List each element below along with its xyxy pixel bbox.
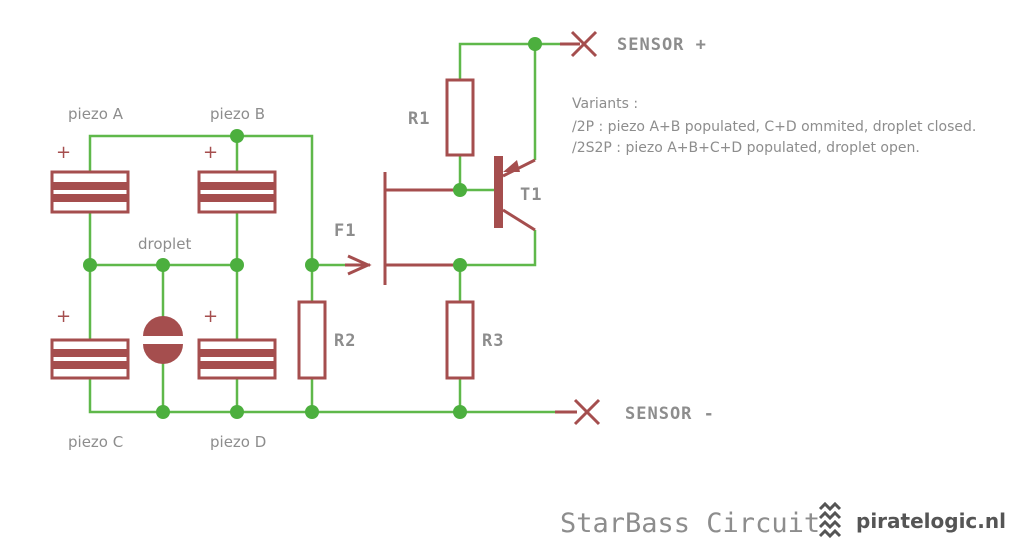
piezo-c bbox=[50, 338, 130, 380]
resistor-r2 bbox=[297, 300, 327, 380]
label-sensor-plus: SENSOR + bbox=[617, 35, 707, 55]
resistor-r1 bbox=[445, 78, 475, 157]
wave-logo-icon bbox=[818, 501, 842, 539]
label-droplet: droplet bbox=[138, 235, 191, 253]
note-line-2: /2S2P : piezo A+B+C+D populated, droplet… bbox=[572, 140, 920, 156]
junction-nodes bbox=[83, 37, 542, 419]
sensor-plus-terminal bbox=[560, 30, 598, 58]
label-t1: T1 bbox=[520, 185, 542, 205]
label-r3: R3 bbox=[482, 331, 504, 351]
label-sensor-minus: SENSOR - bbox=[625, 404, 715, 424]
label-piezo-d: piezo D bbox=[210, 433, 266, 451]
note-line-1: /2P : piezo A+B populated, C+D ommited, … bbox=[572, 119, 976, 135]
plus-piezo-b: + bbox=[203, 142, 218, 163]
label-r1: R1 bbox=[408, 109, 430, 129]
plus-piezo-d: + bbox=[203, 306, 218, 327]
droplet-jumper bbox=[143, 316, 183, 364]
label-piezo-b: piezo B bbox=[210, 105, 265, 123]
footer-title: StarBass Circuit bbox=[560, 508, 820, 539]
label-r2: R2 bbox=[334, 331, 356, 351]
variants-note: Variants : /2P : piezo A+B populated, C+… bbox=[572, 96, 976, 156]
plus-piezo-a: + bbox=[56, 142, 71, 163]
footer: StarBass Circuit piratelogic.nl bbox=[560, 501, 1006, 539]
label-f1: F1 bbox=[334, 221, 356, 241]
label-piezo-a: piezo A bbox=[68, 105, 124, 123]
note-title: Variants : bbox=[572, 96, 638, 112]
piezo-d bbox=[197, 338, 277, 380]
fet-f1 bbox=[345, 172, 460, 285]
footer-brand: piratelogic.nl bbox=[856, 509, 1006, 533]
piezo-a bbox=[50, 170, 130, 214]
sensor-minus-terminal bbox=[555, 398, 601, 426]
piezo-b bbox=[197, 170, 277, 214]
transistor-t1 bbox=[494, 156, 536, 232]
label-piezo-c: piezo C bbox=[68, 433, 123, 451]
resistor-r3 bbox=[445, 300, 475, 380]
plus-piezo-c: + bbox=[56, 306, 71, 327]
